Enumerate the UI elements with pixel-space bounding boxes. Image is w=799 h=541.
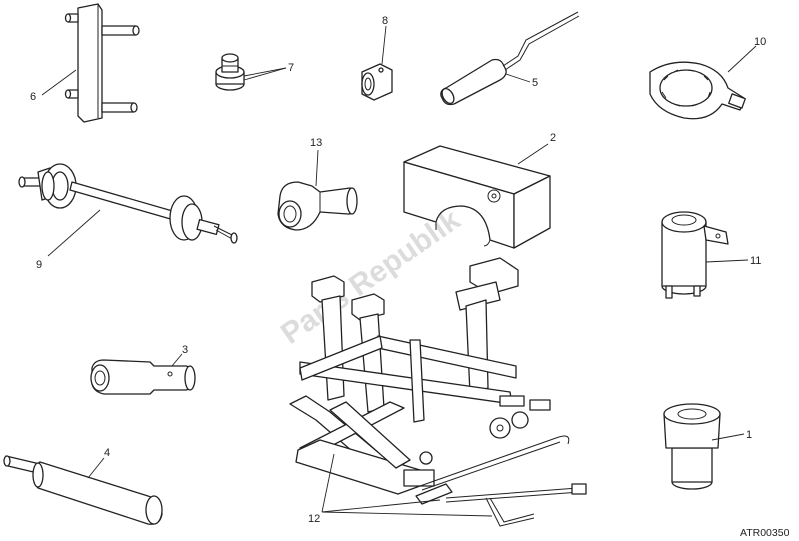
callout-4: 4	[104, 447, 110, 459]
tool-12-stand-assembly[interactable]	[289, 257, 587, 527]
callout-1: 1	[746, 429, 752, 441]
callout-2: 2	[550, 132, 556, 144]
tool-13-angled-socket[interactable]	[277, 181, 358, 231]
tool-7-fitting[interactable]	[215, 53, 245, 91]
tool-5-probe[interactable]	[440, 11, 580, 106]
tool-8-collar[interactable]	[361, 63, 393, 101]
callout-10: 10	[754, 36, 766, 48]
callout-6: 6	[30, 91, 36, 103]
callout-9: 9	[36, 259, 42, 271]
callouts: 1 2 3 4 5 6 7 8 9 10 11 12 13	[30, 15, 766, 525]
tool-2-timing-block[interactable]	[403, 145, 551, 249]
tool-4-drift[interactable]	[3, 455, 163, 525]
tool-11-cylinder-wrench[interactable]	[661, 211, 729, 299]
callout-13: 13	[310, 137, 322, 149]
tool-6-bracket[interactable]	[64, 3, 140, 123]
callout-3: 3	[182, 344, 188, 356]
callout-8: 8	[382, 15, 388, 27]
tool-3-socket[interactable]	[90, 359, 196, 395]
reference-code: ATR00350	[740, 527, 790, 539]
tool-9-puller[interactable]	[18, 163, 238, 244]
tool-10-ring-wrench[interactable]	[649, 61, 746, 120]
tool-1-socket[interactable]	[663, 403, 721, 490]
callout-11: 11	[750, 255, 761, 267]
leader-lines	[41, 25, 757, 517]
callout-7: 7	[288, 62, 294, 74]
callout-12: 12	[308, 513, 320, 525]
callout-5: 5	[532, 77, 538, 89]
